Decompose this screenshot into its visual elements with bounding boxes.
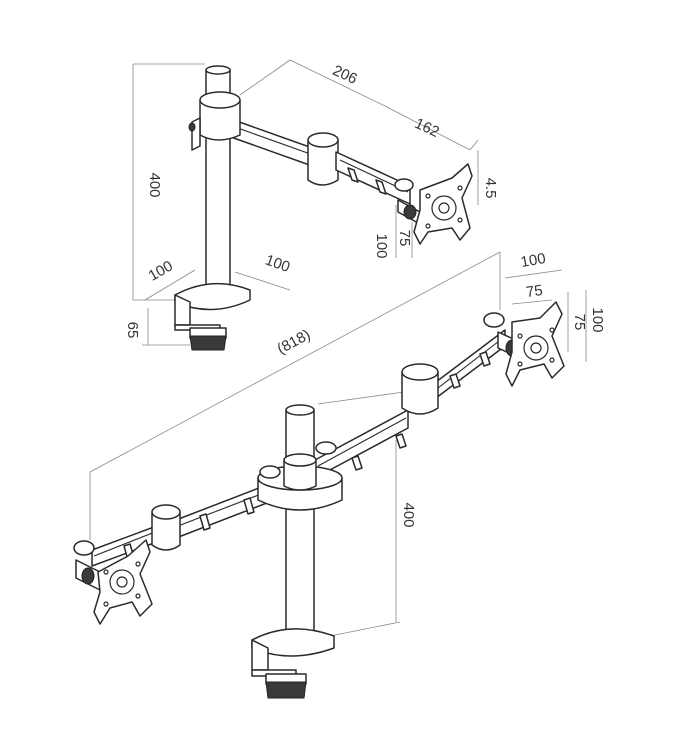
dual-arm-hub: [257, 441, 343, 511]
dim-vesa-v-75-label: 75: [571, 314, 588, 331]
dim-vesa-v-100-label: 100: [589, 307, 606, 332]
dual-arm-pole: [285, 404, 315, 655]
dim-vesa-75-label: 75: [396, 230, 413, 247]
single-arm-vesa-plate: [413, 163, 473, 245]
dual-arm-dimension-lines: [89, 251, 587, 637]
dim-clamp-height-label: 65: [124, 322, 141, 339]
single-arm-dimension-lines: [132, 59, 479, 346]
dual-arm-left-arm: [91, 477, 286, 567]
single-arm-desk-clamp: [174, 282, 251, 351]
dual-arm-left-elbow: [151, 504, 181, 551]
dim-clamp-depth-label: 100: [146, 257, 176, 284]
dual-arm-right-elbow: [401, 363, 439, 415]
dual-arm-right-vesa-plate: [505, 301, 565, 387]
single-arm-drawing: 400 206 162 4.5 75 100 100 100 65: [124, 59, 499, 351]
single-arm-collar: [188, 91, 241, 151]
dim-vesa-100-label: 100: [373, 233, 390, 258]
dual-arm-dimension-labels: (818) 400 100 75 75 100: [274, 250, 606, 527]
dim-vesa-h-100-label: 100: [519, 250, 547, 271]
dim-tilt-offset-label: 4.5: [482, 178, 499, 199]
dual-arm-left-vesa-plate: [93, 539, 153, 625]
single-arm-first-segment: [227, 117, 319, 169]
dual-arm-drawing: (818) 400 100 75 75 100: [73, 250, 606, 699]
dim-arm-length-2-label: 162: [412, 115, 442, 141]
single-arm-tilt-head: [394, 178, 421, 225]
dim-vesa-h-75-label: 75: [525, 282, 544, 301]
dual-arm-desk-clamp: [251, 628, 335, 699]
single-arm-elbow: [307, 132, 339, 186]
single-arm-second-segment: [335, 151, 411, 205]
dual-arm-left-head: [73, 540, 101, 591]
dim-pole-height-label: 400: [146, 172, 163, 197]
dim-arm-length-1-label: 206: [330, 62, 360, 88]
dim-clamp-width-label: 100: [263, 252, 292, 277]
dim-dual-pole-height-label: 400: [400, 502, 417, 527]
dim-total-span-label: (818): [274, 326, 313, 357]
